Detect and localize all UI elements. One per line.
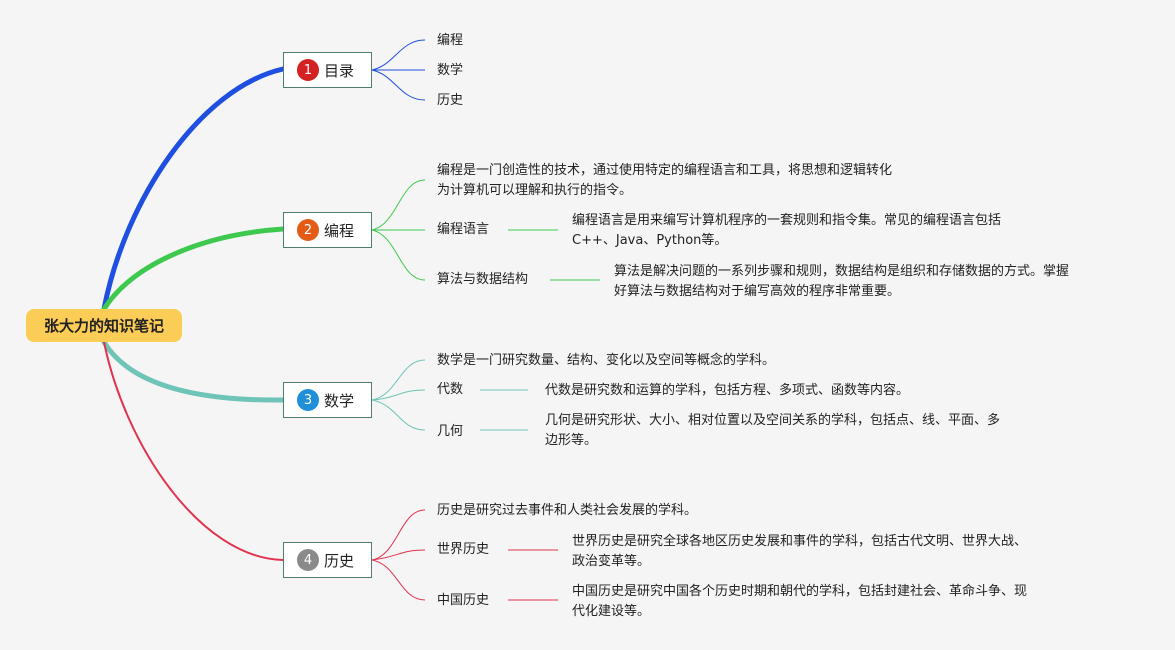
child-link-4-intro: [371, 509, 426, 561]
subtopic-3-2[interactable]: 几何: [437, 424, 464, 439]
branch-topic-4[interactable]: 4 历史: [283, 542, 372, 578]
intro-text-4-line-1[interactable]: 历史是研究过去事件和人类社会发展的学科。: [437, 503, 698, 518]
main-link-4: [103, 341, 284, 561]
child-link-3-2: [371, 399, 426, 431]
detail-2-2-line-1[interactable]: 算法是解决问题的一系列步骤和规则，数据结构是组织和存储数据的方式。掌握: [614, 264, 1070, 279]
number-badge-1: 1: [297, 59, 319, 81]
root-topic-label: 张大力的知识笔记: [43, 317, 164, 335]
detail-2-2-line-2: 好算法与数据结构对于编写高效的程序非常重要。: [614, 284, 901, 299]
number-badge-2: 2: [297, 219, 319, 241]
intro-text-2-line-1[interactable]: 编程是一门创造性的技术，通过使用特定的编程语言和工具，将思想和逻辑转化: [437, 163, 893, 178]
toc-item-3[interactable]: 历史: [437, 93, 464, 108]
child-link-2-intro: [371, 179, 426, 231]
detail-4-2-line-1[interactable]: 中国历史是研究中国各个历史时期和朝代的学科，包括封建社会、革命斗争、现: [572, 584, 1028, 599]
branch-label-1: 目录: [324, 61, 355, 80]
detail-2-1-line-1[interactable]: 编程语言是用来编写计算机程序的一套规则和指令集。常见的编程语言包括: [572, 213, 1002, 228]
intro-text-3-line-1[interactable]: 数学是一门研究数量、结构、变化以及空间等概念的学科。: [437, 353, 776, 368]
toc-item-1[interactable]: 编程: [437, 33, 464, 48]
detail-3-2-line-2: 边形等。: [545, 433, 598, 448]
main-link-1: [101, 66, 286, 312]
subtopic-2-1[interactable]: 编程语言: [437, 222, 490, 237]
branch-label-4: 历史: [324, 551, 355, 570]
child-link-4-2: [371, 559, 426, 601]
branch-topic-1[interactable]: 1 目录: [283, 52, 372, 88]
branch-topic-2[interactable]: 2 编程: [283, 212, 372, 248]
detail-4-2-line-2: 代化建设等。: [572, 604, 651, 619]
detail-3-2-line-1[interactable]: 几何是研究形状、大小、相对位置以及空间关系的学科，包括点、线、平面、多: [545, 413, 1001, 428]
number-badge-4: 4: [297, 549, 319, 571]
subtopic-2-2[interactable]: 算法与数据结构: [437, 272, 529, 287]
detail-4-1-line-2: 政治变革等。: [572, 554, 651, 569]
number-badge-3: 3: [297, 389, 319, 411]
subtopic-4-2[interactable]: 中国历史: [437, 593, 490, 608]
intro-text-2-line-2: 为计算机可以理解和执行的指令。: [437, 183, 633, 198]
detail-2-1-line-2: C++、Java、Python等。: [572, 233, 728, 248]
detail-3-1-line-1[interactable]: 代数是研究数和运算的学科，包括方程、多项式、函数等内容。: [545, 383, 910, 398]
subtopic-3-1[interactable]: 代数: [437, 382, 464, 397]
main-link-3: [101, 339, 286, 403]
child-link-3-1: [371, 389, 426, 401]
branch-label-3: 数学: [324, 391, 355, 410]
child-link-1-1: [371, 39, 426, 71]
root-topic[interactable]: 张大力的知识笔记: [26, 309, 182, 342]
main-link-2: [101, 226, 286, 312]
branch-topic-3[interactable]: 3 数学: [283, 382, 372, 418]
subtopic-4-1[interactable]: 世界历史: [437, 542, 490, 557]
child-link-4-1: [371, 549, 426, 561]
detail-4-1-line-1[interactable]: 世界历史是研究全球各地区历史发展和事件的学科，包括古代文明、世界大战、: [572, 534, 1028, 549]
branch-label-2: 编程: [324, 221, 355, 240]
child-link-2-2: [371, 229, 426, 281]
toc-item-2[interactable]: 数学: [437, 63, 464, 78]
child-link-3-intro: [371, 359, 426, 401]
child-link-1-3: [371, 69, 426, 101]
